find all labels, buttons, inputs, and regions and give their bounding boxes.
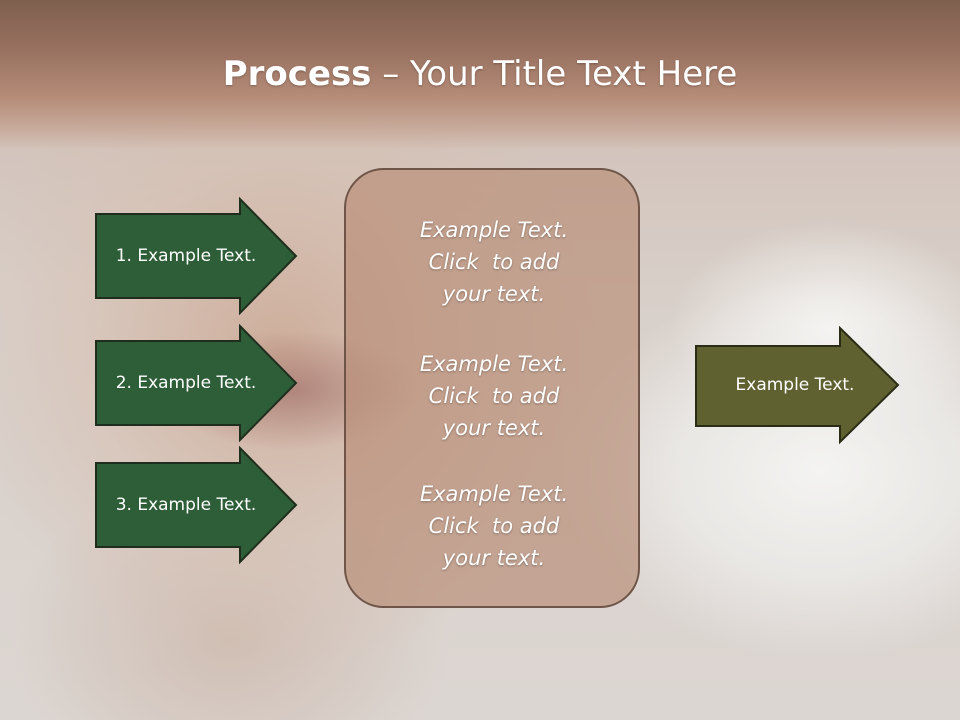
center-text-line: your text. bbox=[442, 416, 546, 440]
process-step-3-arrow[interactable]: 3. Example Text. bbox=[94, 446, 298, 564]
output-arrow-label: Example Text. bbox=[735, 375, 855, 395]
arrow-right-icon bbox=[95, 197, 298, 315]
arrow-right-icon bbox=[95, 324, 298, 442]
center-text-block: Example Text. Click to add your text. bbox=[346, 214, 642, 310]
slide-title-rest: – Your Title Text Here bbox=[371, 54, 738, 94]
process-step-1-arrow[interactable]: 1. Example Text. bbox=[94, 197, 298, 315]
slide-title[interactable]: Process – Your Title Text Here bbox=[0, 52, 960, 96]
process-step-2-label: 2. Example Text. bbox=[115, 373, 257, 393]
center-text-block: Example Text. Click to add your text. bbox=[346, 478, 642, 574]
process-step-2-arrow[interactable]: 2. Example Text. bbox=[94, 324, 298, 442]
center-text-box[interactable]: Example Text. Click to add your text. Ex… bbox=[344, 168, 640, 608]
center-text-line: your text. bbox=[442, 546, 546, 570]
center-text-line: Click to add bbox=[428, 514, 560, 538]
process-step-3-label: 3. Example Text. bbox=[115, 495, 257, 515]
header-band bbox=[0, 0, 960, 150]
arrow-right-icon bbox=[695, 326, 900, 445]
output-arrow[interactable]: Example Text. bbox=[694, 326, 900, 445]
center-text-line: Click to add bbox=[428, 384, 560, 408]
arrow-right-icon bbox=[95, 446, 298, 564]
center-text-line: Click to add bbox=[428, 250, 560, 274]
process-step-1-label: 1. Example Text. bbox=[115, 246, 257, 266]
center-text-line: Example Text. bbox=[419, 352, 569, 376]
center-text-line: your text. bbox=[442, 282, 546, 306]
center-text-line: Example Text. bbox=[419, 482, 569, 506]
center-text-block: Example Text. Click to add your text. bbox=[346, 348, 642, 444]
center-text-line: Example Text. bbox=[419, 218, 569, 242]
slide-title-bold: Process bbox=[222, 54, 372, 94]
